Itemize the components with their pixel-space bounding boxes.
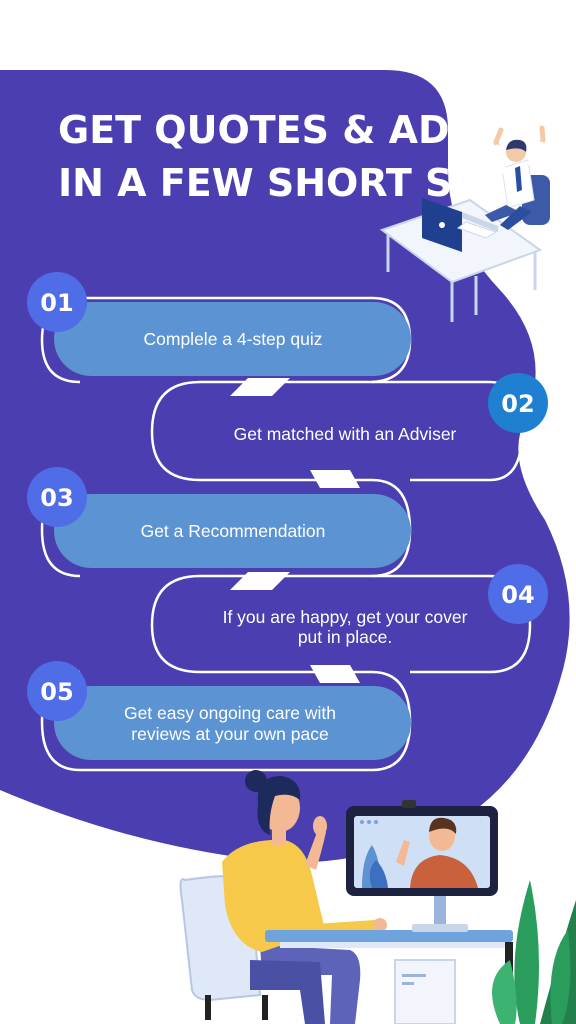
woman-video-call-illustration: [179, 770, 576, 1024]
step-01-text: Complele a 4-step quiz: [144, 329, 323, 349]
step-05-pill: [54, 686, 411, 760]
step-02-number: 02: [501, 390, 534, 418]
step-04: If you are happy, get your cover put in …: [223, 564, 548, 647]
step-01-pill: [54, 302, 411, 376]
step-02-badge: [488, 373, 548, 433]
step-03-text: Get a Recommendation: [141, 521, 326, 541]
title-line-1: GET QUOTES & ADVICE: [58, 108, 547, 152]
step-connectors: [230, 378, 360, 683]
step-03-badge: [27, 467, 87, 527]
celebrating-man-at-desk-illustration: [379, 125, 550, 322]
step-05-number: 05: [40, 678, 73, 706]
step-02-text: Get matched with an Adviser: [234, 424, 457, 444]
step-04-text-line-2: put in place.: [298, 627, 392, 647]
step-02: Get matched with an Adviser 02: [234, 373, 548, 444]
step-03-number: 03: [40, 484, 73, 512]
title-line-2: IN A FEW SHORT STEPS: [58, 161, 560, 205]
purple-background-shape: [0, 70, 570, 863]
step-05-text-line-2: reviews at your own pace: [131, 724, 328, 744]
step-01: Complele a 4-step quiz 01: [27, 272, 411, 376]
step-01-badge: [27, 272, 87, 332]
step-01-number: 01: [40, 289, 73, 317]
step-04-number: 04: [501, 581, 534, 609]
step-03-pill: [54, 494, 411, 568]
step-03: Get a Recommendation 03: [27, 467, 411, 568]
step-05-text-line-1: Get easy ongoing care with: [124, 703, 336, 723]
step-05: Get easy ongoing care with reviews at yo…: [27, 661, 411, 760]
step-04-badge: [488, 564, 548, 624]
step-05-badge: [27, 661, 87, 721]
step-04-text-line-1: If you are happy, get your cover: [223, 607, 468, 627]
